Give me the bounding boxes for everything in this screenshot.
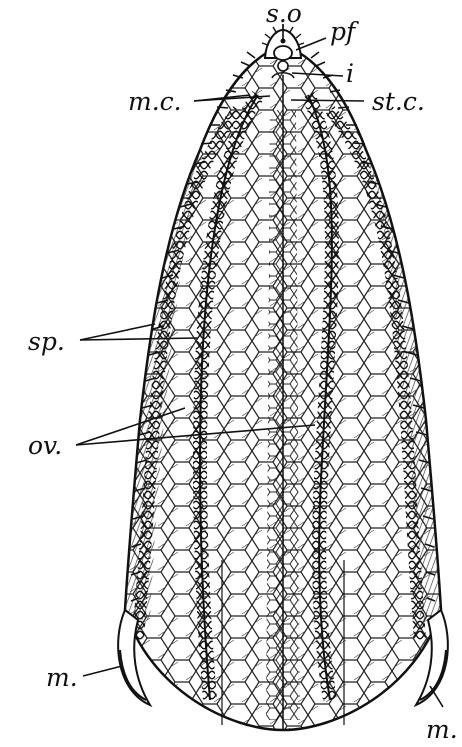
label-m-right: m. bbox=[426, 715, 458, 744]
label-sp: sp. bbox=[28, 327, 65, 356]
label-m-left: m. bbox=[46, 663, 78, 692]
label-stc: st.c. bbox=[372, 87, 425, 116]
label-ov: ov. bbox=[28, 431, 62, 460]
label-pf: pf bbox=[330, 17, 359, 46]
label-mc: m.c. bbox=[128, 87, 182, 116]
label-so: s.o bbox=[266, 0, 302, 28]
label-i: i bbox=[346, 59, 354, 88]
